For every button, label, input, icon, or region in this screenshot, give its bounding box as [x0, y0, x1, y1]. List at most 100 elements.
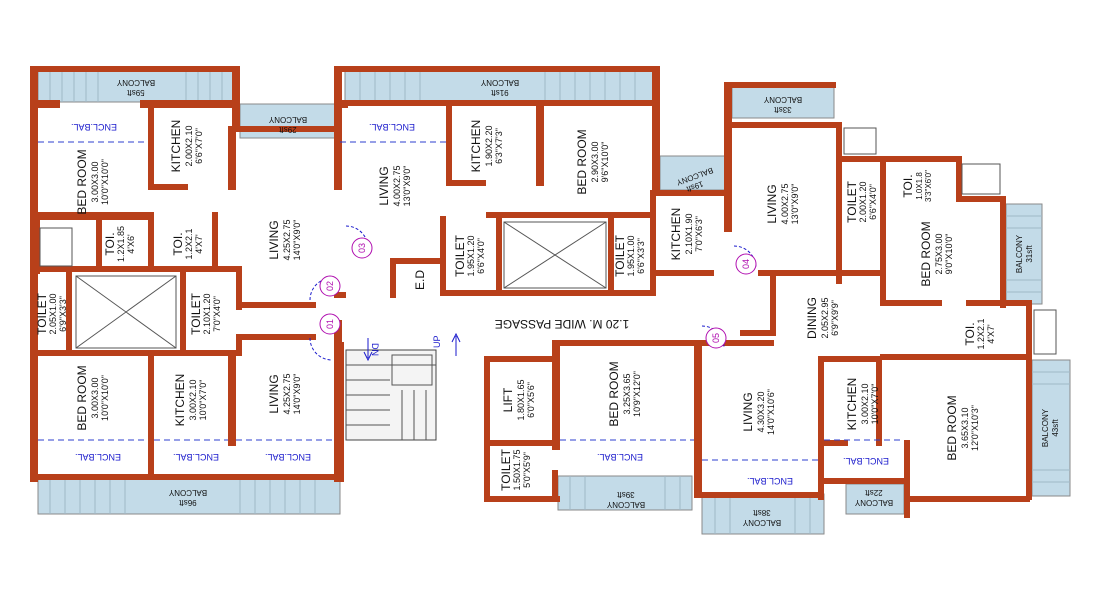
svg-text:2.05X1.00: 2.05X1.00 — [48, 293, 58, 334]
room-liv4: LIVING 4.00X2.75 13'0"X9'0" — [765, 183, 800, 224]
encl-bal-label: ENCL.BAL. — [265, 452, 311, 462]
lightwells — [39, 127, 1057, 355]
svg-text:04: 04 — [741, 259, 751, 269]
svg-text:2.10X1.90: 2.10X1.90 — [684, 213, 694, 254]
svg-text:TOILET: TOILET — [499, 448, 513, 490]
svg-text:5'0"X5'9": 5'0"X5'9" — [522, 452, 532, 488]
passage-label: 1.20 M. WIDE PASSAGE — [495, 317, 629, 331]
room-toi8: TOI. 1.0X1.8 3'3"X6'0" — [901, 170, 933, 202]
svg-text:10'9"X12'0": 10'9"X12'0" — [632, 371, 642, 417]
svg-text:LIVING: LIVING — [267, 220, 281, 259]
balcony-area-7: 43sft — [1051, 419, 1060, 437]
svg-text:02: 02 — [325, 281, 335, 291]
svg-text:BED ROOM: BED ROOM — [919, 221, 933, 286]
svg-text:3'3"X6'0": 3'3"X6'0" — [924, 170, 933, 202]
svg-text:KITCHEN: KITCHEN — [173, 374, 187, 427]
svg-text:6'9"X9'9": 6'9"X9'9" — [830, 300, 840, 336]
svg-text:2.05X2.95: 2.05X2.95 — [820, 297, 830, 338]
room-bed3: BED ROOM 2.90X3.00 9'6"X10'0" — [575, 129, 610, 194]
svg-text:6'6"X7'0": 6'6"X7'0" — [194, 128, 204, 164]
svg-text:KITCHEN: KITCHEN — [669, 208, 683, 261]
svg-text:TOILET: TOILET — [613, 234, 627, 276]
svg-text:TOI.: TOI. — [901, 174, 915, 197]
svg-text:10'0"X7'0": 10'0"X7'0" — [870, 384, 880, 425]
balcony-label-1: BALCONY — [116, 78, 155, 87]
flat-number-05: 05 — [705, 327, 727, 349]
svg-text:3.00X3.00: 3.00X3.00 — [90, 161, 100, 202]
svg-text:6'3"X7'3": 6'3"X7'3" — [494, 128, 504, 164]
svg-text:13'0"X9'0": 13'0"X9'0" — [790, 184, 800, 225]
svg-text:9'6"X10'0": 9'6"X10'0" — [600, 142, 610, 183]
svg-text:6'0"X5'6": 6'0"X5'6" — [526, 382, 536, 418]
svg-text:6'6"X4'0": 6'6"X4'0" — [476, 238, 486, 274]
room-toi2: TOI. 1.2X2.1 4'X7' — [171, 228, 204, 259]
svg-text:BED ROOM: BED ROOM — [75, 149, 89, 214]
svg-text:10'0"X10'0": 10'0"X10'0" — [100, 375, 110, 421]
flat-number-04: 04 — [735, 253, 757, 275]
svg-text:1.2X1.85: 1.2X1.85 — [116, 226, 126, 262]
svg-text:BED ROOM: BED ROOM — [945, 395, 959, 460]
stair-up-label: UP — [432, 335, 442, 348]
svg-text:2.90X3.00: 2.90X3.00 — [590, 141, 600, 182]
flat-numbers: 01 02 03 04 05 — [319, 237, 757, 349]
svg-text:14'0"X10'6": 14'0"X10'6" — [766, 389, 776, 435]
balcony-labels: BALCONY 59sft BALCONY 91sft BALCONY 29sf… — [116, 78, 1060, 527]
balcony-label-3: BALCONY — [268, 115, 307, 124]
svg-text:03: 03 — [357, 243, 367, 253]
svg-text:TOILET: TOILET — [453, 234, 467, 276]
room-toilet4: TOILET 2.10X1.20 7'0"X4'0" — [189, 292, 222, 334]
flat-number-02: 02 — [319, 275, 341, 297]
svg-text:3.00X2.10: 3.00X2.10 — [188, 379, 198, 420]
room-toi9: TOI. 1.2X2.1 4'X7' — [963, 318, 996, 349]
room-bed4: BED ROOM 2.75X3.00 9'0"X10'0" — [919, 221, 954, 286]
svg-text:3.25X3.65: 3.25X3.65 — [622, 373, 632, 414]
encl-bal-label: ENCL.BAL. — [369, 122, 415, 132]
svg-text:2.00X1.20: 2.00X1.20 — [858, 181, 868, 222]
balconies — [37, 67, 1071, 535]
balcony-area-10: 38sft — [753, 508, 771, 517]
svg-text:TOILET: TOILET — [845, 180, 859, 222]
svg-text:4'X7': 4'X7' — [986, 324, 996, 344]
balcony-label-4: BALCONY — [763, 95, 802, 104]
svg-text:1.95X1.20: 1.95X1.20 — [466, 235, 476, 276]
svg-text:12'0"X10'3": 12'0"X10'3" — [970, 405, 980, 451]
svg-text:10'0"X10'0": 10'0"X10'0" — [100, 159, 110, 205]
balcony-area-9: 39sft — [617, 490, 635, 499]
balcony-label-2: BALCONY — [480, 78, 519, 87]
svg-text:BED ROOM: BED ROOM — [75, 365, 89, 430]
svg-text:05: 05 — [711, 333, 721, 343]
svg-text:LIVING: LIVING — [741, 392, 755, 431]
svg-text:4.00X2.75: 4.00X2.75 — [392, 165, 402, 206]
svg-text:3.65X3.10: 3.65X3.10 — [960, 407, 970, 448]
balcony-area-2: 91sft — [491, 88, 509, 97]
svg-text:4.25X2.75: 4.25X2.75 — [282, 373, 292, 414]
svg-text:6'6"X3'3": 6'6"X3'3" — [636, 238, 646, 274]
room-toilet3: TOILET 2.05X1.00 6'9"X3'3" — [35, 292, 68, 334]
room-liv1: LIVING 4.25X2.75 14'0"X9'0" — [267, 219, 302, 260]
balcony-area-3: 29sft — [279, 125, 297, 134]
svg-text:2.00X2.10: 2.00X2.10 — [184, 125, 194, 166]
svg-text:1.2X2.1: 1.2X2.1 — [976, 318, 986, 349]
svg-text:TOILET: TOILET — [189, 292, 203, 334]
room-liv3: LIVING 4.00X2.75 13'0"X9'0" — [377, 165, 412, 206]
balcony-label-9: BALCONY — [606, 500, 645, 509]
room-lift: LIFT 1.80X1.65 6'0"X5'6" — [501, 379, 536, 420]
balcony-label-8: 96sft — [179, 498, 197, 507]
balcony-area-11: 22sft — [865, 488, 883, 497]
encl-bal-label: ENCL.BAL. — [71, 122, 117, 132]
svg-text:1.95X1.00: 1.95X1.00 — [626, 235, 636, 276]
stair-arrows: DN UP — [363, 332, 461, 362]
svg-text:01: 01 — [325, 319, 335, 329]
room-bed6: BED ROOM 3.65X3.10 12'0"X10'3" — [945, 395, 980, 460]
svg-text:E.D: E.D — [413, 270, 427, 290]
walls — [30, 66, 1032, 518]
svg-text:TOILET: TOILET — [35, 292, 49, 334]
staircase — [345, 349, 437, 441]
svg-text:2.75X3.00: 2.75X3.00 — [934, 233, 944, 274]
encl-bal-label: ENCL.BAL. — [747, 476, 793, 486]
balcony-label-7: BALCONY — [1041, 408, 1050, 447]
room-ed: E.D — [413, 270, 427, 290]
svg-text:14'0"X9'0": 14'0"X9'0" — [292, 220, 302, 261]
svg-text:KITCHEN: KITCHEN — [845, 378, 859, 431]
